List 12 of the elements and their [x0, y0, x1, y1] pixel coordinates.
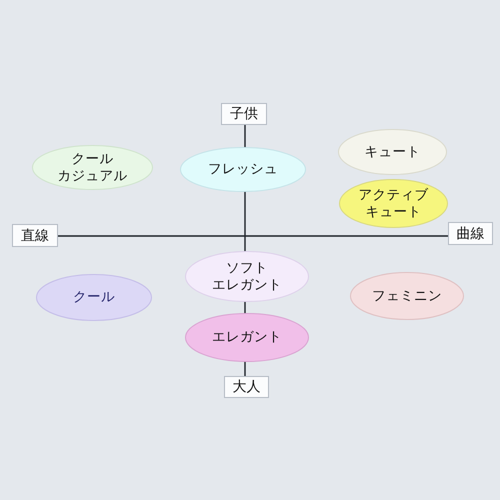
label-ellipse: クールカジュアル — [32, 145, 153, 190]
label-ellipse: フェミニン — [350, 272, 464, 320]
label-ellipse: フレッシュ — [180, 147, 306, 192]
axis-label: 直線 — [12, 224, 58, 247]
axis-label: 曲線 — [448, 222, 493, 245]
axis-label: 子供 — [221, 103, 267, 125]
label-ellipse: ソフトエレガント — [185, 251, 309, 302]
label-ellipse: アクティブキュート — [339, 179, 448, 228]
label-ellipse: クール — [36, 274, 152, 321]
axis-label: 大人 — [224, 376, 269, 398]
label-ellipse: キュート — [338, 129, 447, 175]
label-ellipse: エレガント — [185, 313, 309, 362]
